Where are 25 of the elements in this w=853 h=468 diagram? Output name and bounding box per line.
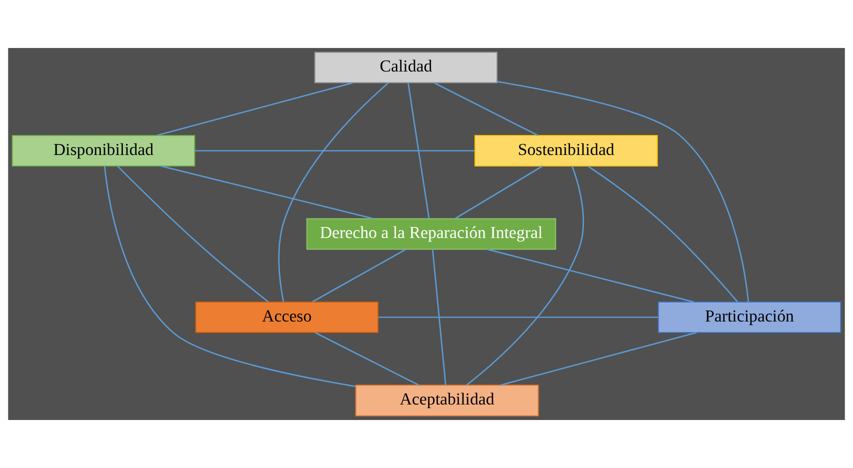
connector — [486, 248, 694, 303]
connector — [588, 166, 738, 302]
connector — [314, 332, 420, 386]
node-box: Derecho a la Reparación Integral — [306, 218, 556, 250]
connector — [497, 80, 750, 302]
connector — [160, 165, 374, 220]
connector — [434, 82, 538, 136]
connector — [432, 249, 446, 386]
node-box: Participación — [658, 301, 842, 334]
node-box: Calidad — [314, 52, 498, 84]
connector — [454, 166, 543, 220]
connector — [378, 316, 658, 318]
connector — [500, 332, 697, 386]
node-box: Disponibilidad — [12, 134, 196, 167]
connector — [466, 166, 584, 386]
connector — [156, 82, 354, 136]
connector — [194, 150, 475, 152]
connector — [407, 82, 430, 219]
connector — [117, 166, 269, 302]
connector — [278, 82, 389, 302]
connector — [312, 248, 406, 302]
node-box: Acceso — [195, 301, 379, 334]
connector — [104, 166, 356, 388]
node-box: Sostenibilidad — [474, 134, 658, 167]
node-box: Aceptabilidad — [355, 384, 539, 416]
